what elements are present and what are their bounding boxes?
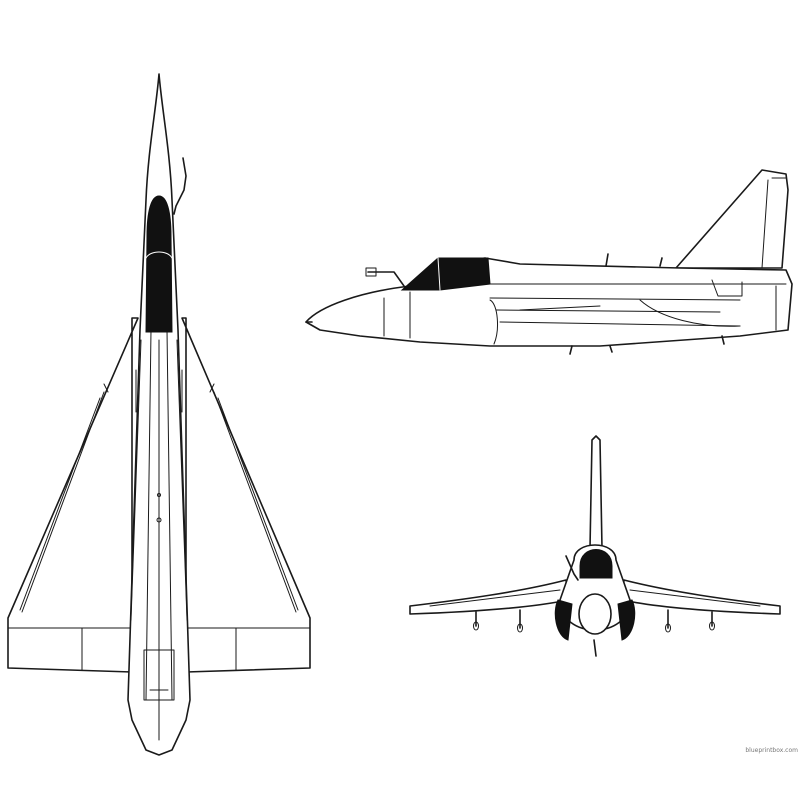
- top-view-canopy: [145, 195, 173, 333]
- side-view-body-lines: [489, 283, 787, 327]
- front-view-intake-left: [554, 599, 573, 641]
- top-view-wing-right: [181, 317, 311, 673]
- front-view-store-2: [517, 623, 523, 633]
- side-view-intake: [489, 299, 741, 345]
- top-view-canopy-frame: [145, 251, 173, 259]
- top-view-tail-details: [143, 599, 175, 701]
- front-view-wing-left: [409, 579, 569, 615]
- front-view-canopy: [579, 549, 613, 579]
- top-view-intake-lines: [130, 339, 188, 621]
- front-view-wing-right: [621, 579, 781, 615]
- top-view: [7, 73, 311, 756]
- front-view: [409, 435, 781, 657]
- top-view-refuel-probe: [173, 157, 187, 215]
- top-view-antenna: [156, 517, 162, 523]
- side-view-canopy-frame: [437, 257, 441, 291]
- side-view-refuel-probe: [367, 271, 405, 287]
- front-view-intake-right: [617, 599, 636, 641]
- side-view-radome-line: [383, 291, 411, 339]
- top-view-antenna-2: [157, 493, 161, 497]
- top-view-elevon-lines: [7, 627, 311, 671]
- top-view-wing: [7, 317, 139, 673]
- side-view-probe-tip: [365, 267, 377, 277]
- top-view-spine-lines: [145, 329, 173, 741]
- front-view-fin: [589, 435, 603, 549]
- watermark-text: blueprintbox.com: [745, 747, 798, 754]
- front-view-wing-lines: [429, 589, 761, 607]
- side-view-fin: [675, 169, 789, 269]
- front-view-refuel-probe: [565, 555, 579, 581]
- side-view-canopy: [400, 257, 491, 291]
- side-view-antennas: [569, 253, 725, 355]
- top-view-leading-edge-lines: [19, 383, 299, 613]
- front-view-store-3: [665, 623, 671, 633]
- side-view: [305, 169, 793, 355]
- front-view-store-1: [473, 621, 479, 631]
- side-view-fin-rudder: [761, 177, 787, 269]
- front-view-radome: [578, 593, 612, 635]
- front-view-pylons: [475, 609, 713, 657]
- side-view-details: [519, 279, 743, 311]
- front-view-store-4: [709, 621, 715, 631]
